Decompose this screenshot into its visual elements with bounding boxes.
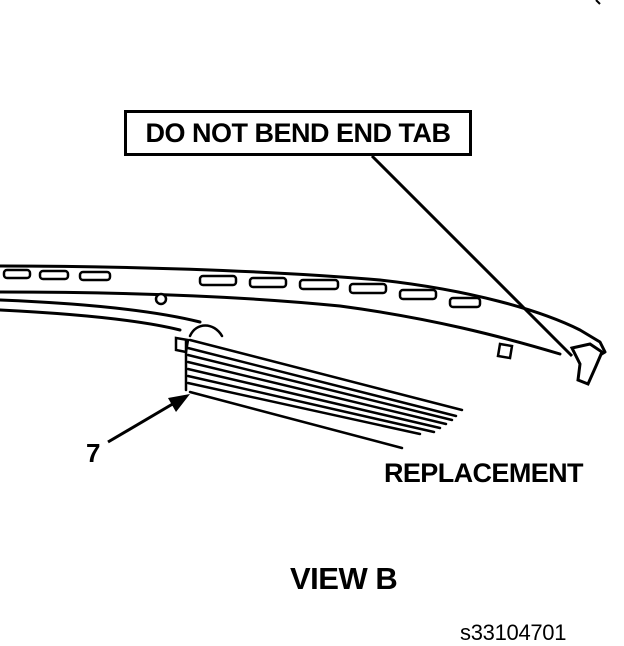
blade-frame — [0, 264, 607, 360]
frame-slots — [2, 268, 482, 309]
replacement-refill — [184, 324, 464, 450]
item-7-arrow — [107, 394, 190, 444]
item-number-label: 7 — [86, 438, 101, 468]
callout-box: DO NOT BEND END TAB — [124, 110, 472, 156]
end-tab — [569, 342, 604, 386]
callout-leader-line — [370, 154, 574, 358]
view-title: VIEW B — [290, 561, 398, 596]
figure-code: s33104701 — [460, 620, 567, 645]
claw-clips — [174, 336, 514, 360]
callout-text: DO NOT BEND END TAB — [145, 117, 452, 148]
rivet — [154, 292, 168, 306]
corner-mark — [595, 0, 601, 5]
replacement-label: REPLACEMENT — [384, 458, 584, 488]
